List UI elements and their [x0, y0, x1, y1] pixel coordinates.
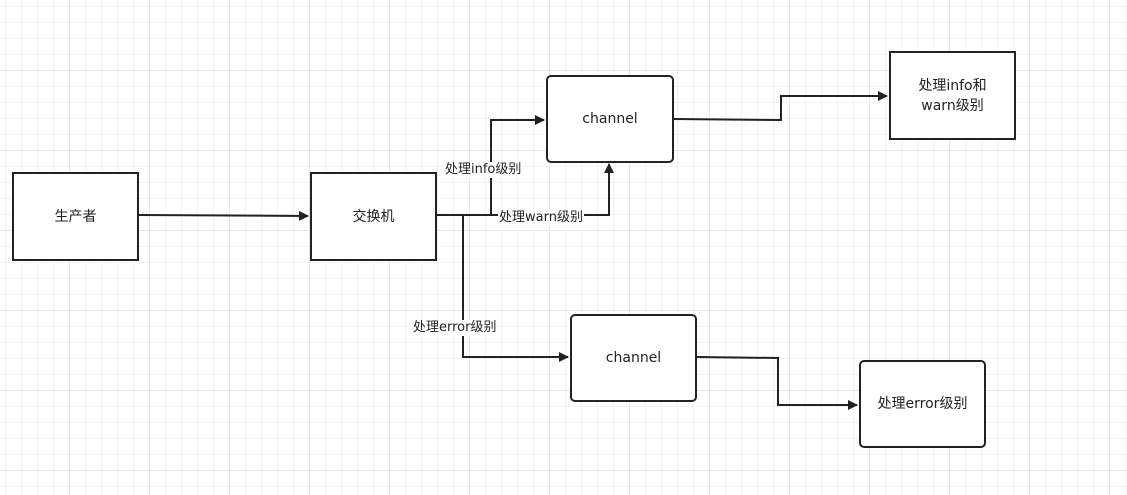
exchange-label: 交换机 — [352, 208, 395, 225]
producer-label: 生产者 — [54, 208, 97, 225]
channel-bottom-node[interactable]: channel — [570, 314, 697, 402]
edge-exchange-to-channel-error — [462, 215, 569, 362]
edge-exchange-to-channel-warn — [437, 163, 614, 216]
consumer-info-warn-label: 处理info和warn级别 — [918, 77, 987, 114]
consumer-info-warn-node[interactable]: 处理info和warn级别 — [889, 51, 1016, 140]
consumer-error-node[interactable]: 处理error级别 — [859, 360, 986, 448]
edge-label-info: 处理info级别 — [444, 162, 523, 178]
edge-producer-to-exchange — [138, 210, 309, 221]
edge-label-error: 处理error级别 — [412, 320, 498, 336]
edge-label-warn: 处理warn级别 — [498, 210, 584, 226]
channel-bottom-label: channel — [605, 350, 662, 366]
channel-top-node[interactable]: channel — [546, 75, 674, 163]
consumer-error-label: 处理error级别 — [877, 396, 968, 412]
exchange-node[interactable]: 交换机 — [310, 172, 437, 261]
edge-channel-top-to-consumer — [673, 91, 888, 122]
channel-top-label: channel — [582, 111, 638, 127]
producer-node[interactable]: 生产者 — [12, 172, 139, 261]
edge-channel-bottom-to-consumer — [696, 356, 858, 410]
